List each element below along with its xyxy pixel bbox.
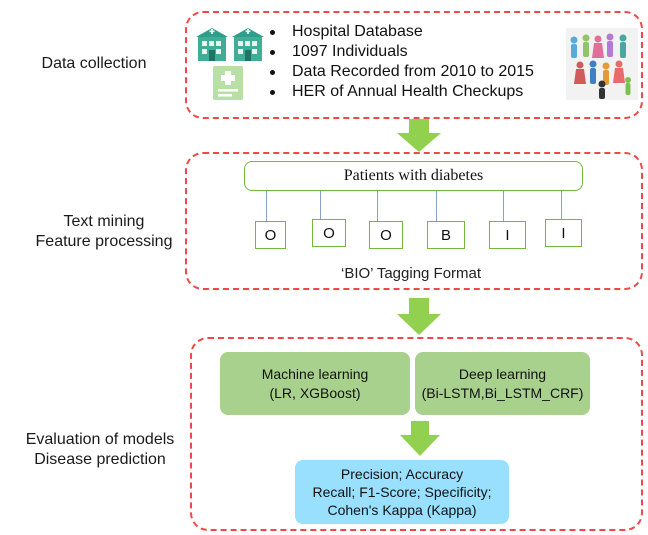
- down-arrow-icon: [397, 119, 441, 152]
- bio-tag: I: [545, 219, 582, 247]
- connector-line: [320, 191, 321, 219]
- deep-learning-detail: (Bi-LSTM,Bi_LSTM_CRF): [421, 384, 584, 401]
- medical-record-icon: [213, 66, 243, 100]
- text-mining-box: [185, 152, 643, 290]
- list-item: 1097 Individuals: [268, 42, 534, 62]
- deep-learning-title: Deep learning: [458, 365, 547, 382]
- stage-label-line: Disease prediction: [34, 451, 166, 468]
- down-arrow-icon: [400, 421, 440, 456]
- people-crowd-icon: [566, 28, 638, 100]
- list-item: Hospital Database: [268, 22, 534, 42]
- bio-tag: I: [489, 221, 526, 249]
- data-collection-box: [185, 11, 643, 119]
- bio-tag: B: [427, 221, 465, 249]
- machine-learning-title: Machine learning: [261, 365, 369, 382]
- bio-tag: O: [255, 221, 286, 249]
- bio-tag: O: [369, 221, 403, 249]
- list-item: HER of Annual Health Checkups: [268, 82, 534, 102]
- list-item: Data Recorded from 2010 to 2015: [268, 62, 534, 82]
- machine-learning-detail: (LR, XGBoost): [269, 384, 361, 401]
- evaluation-box: [190, 337, 643, 531]
- metrics-line: Precision; Accuracy: [340, 466, 464, 482]
- stage-label-data-collection: Data collection: [24, 54, 164, 74]
- stage-label-line: Feature processing: [35, 233, 173, 250]
- stage-label-line: Evaluation of models: [25, 431, 175, 448]
- bio-tag: O: [312, 219, 346, 247]
- connector-line: [266, 191, 267, 221]
- down-arrow-icon: [397, 298, 441, 335]
- stage-label-text-mining: Text mining Feature processing: [4, 212, 204, 252]
- sentence-box: Patients with diabetes: [244, 161, 583, 191]
- stage-label-evaluation: Evaluation of models Disease prediction: [0, 430, 200, 470]
- tagging-format-caption: ‘BIO’ Tagging Format: [341, 265, 482, 282]
- hospital-building-icon: [196, 28, 264, 61]
- connector-line: [503, 191, 504, 221]
- stage-label-line: Text mining: [63, 213, 145, 230]
- machine-learning-box: Machine learning (LR, XGBoost): [220, 352, 410, 415]
- connector-line: [436, 191, 437, 221]
- metrics-box: Precision; Accuracy Recall; F1-Score; Sp…: [295, 460, 509, 524]
- metrics-line: Cohen's Kappa (Kappa): [327, 502, 477, 518]
- connector-line: [561, 191, 562, 219]
- connector-line: [377, 191, 378, 221]
- deep-learning-box: Deep learning (Bi-LSTM,Bi_LSTM_CRF): [415, 352, 590, 415]
- data-collection-list: Hospital Database 1097 Individuals Data …: [268, 22, 534, 102]
- stage-label-line: Data collection: [41, 55, 147, 72]
- metrics-line: Recall; F1-Score; Specificity;: [312, 484, 492, 500]
